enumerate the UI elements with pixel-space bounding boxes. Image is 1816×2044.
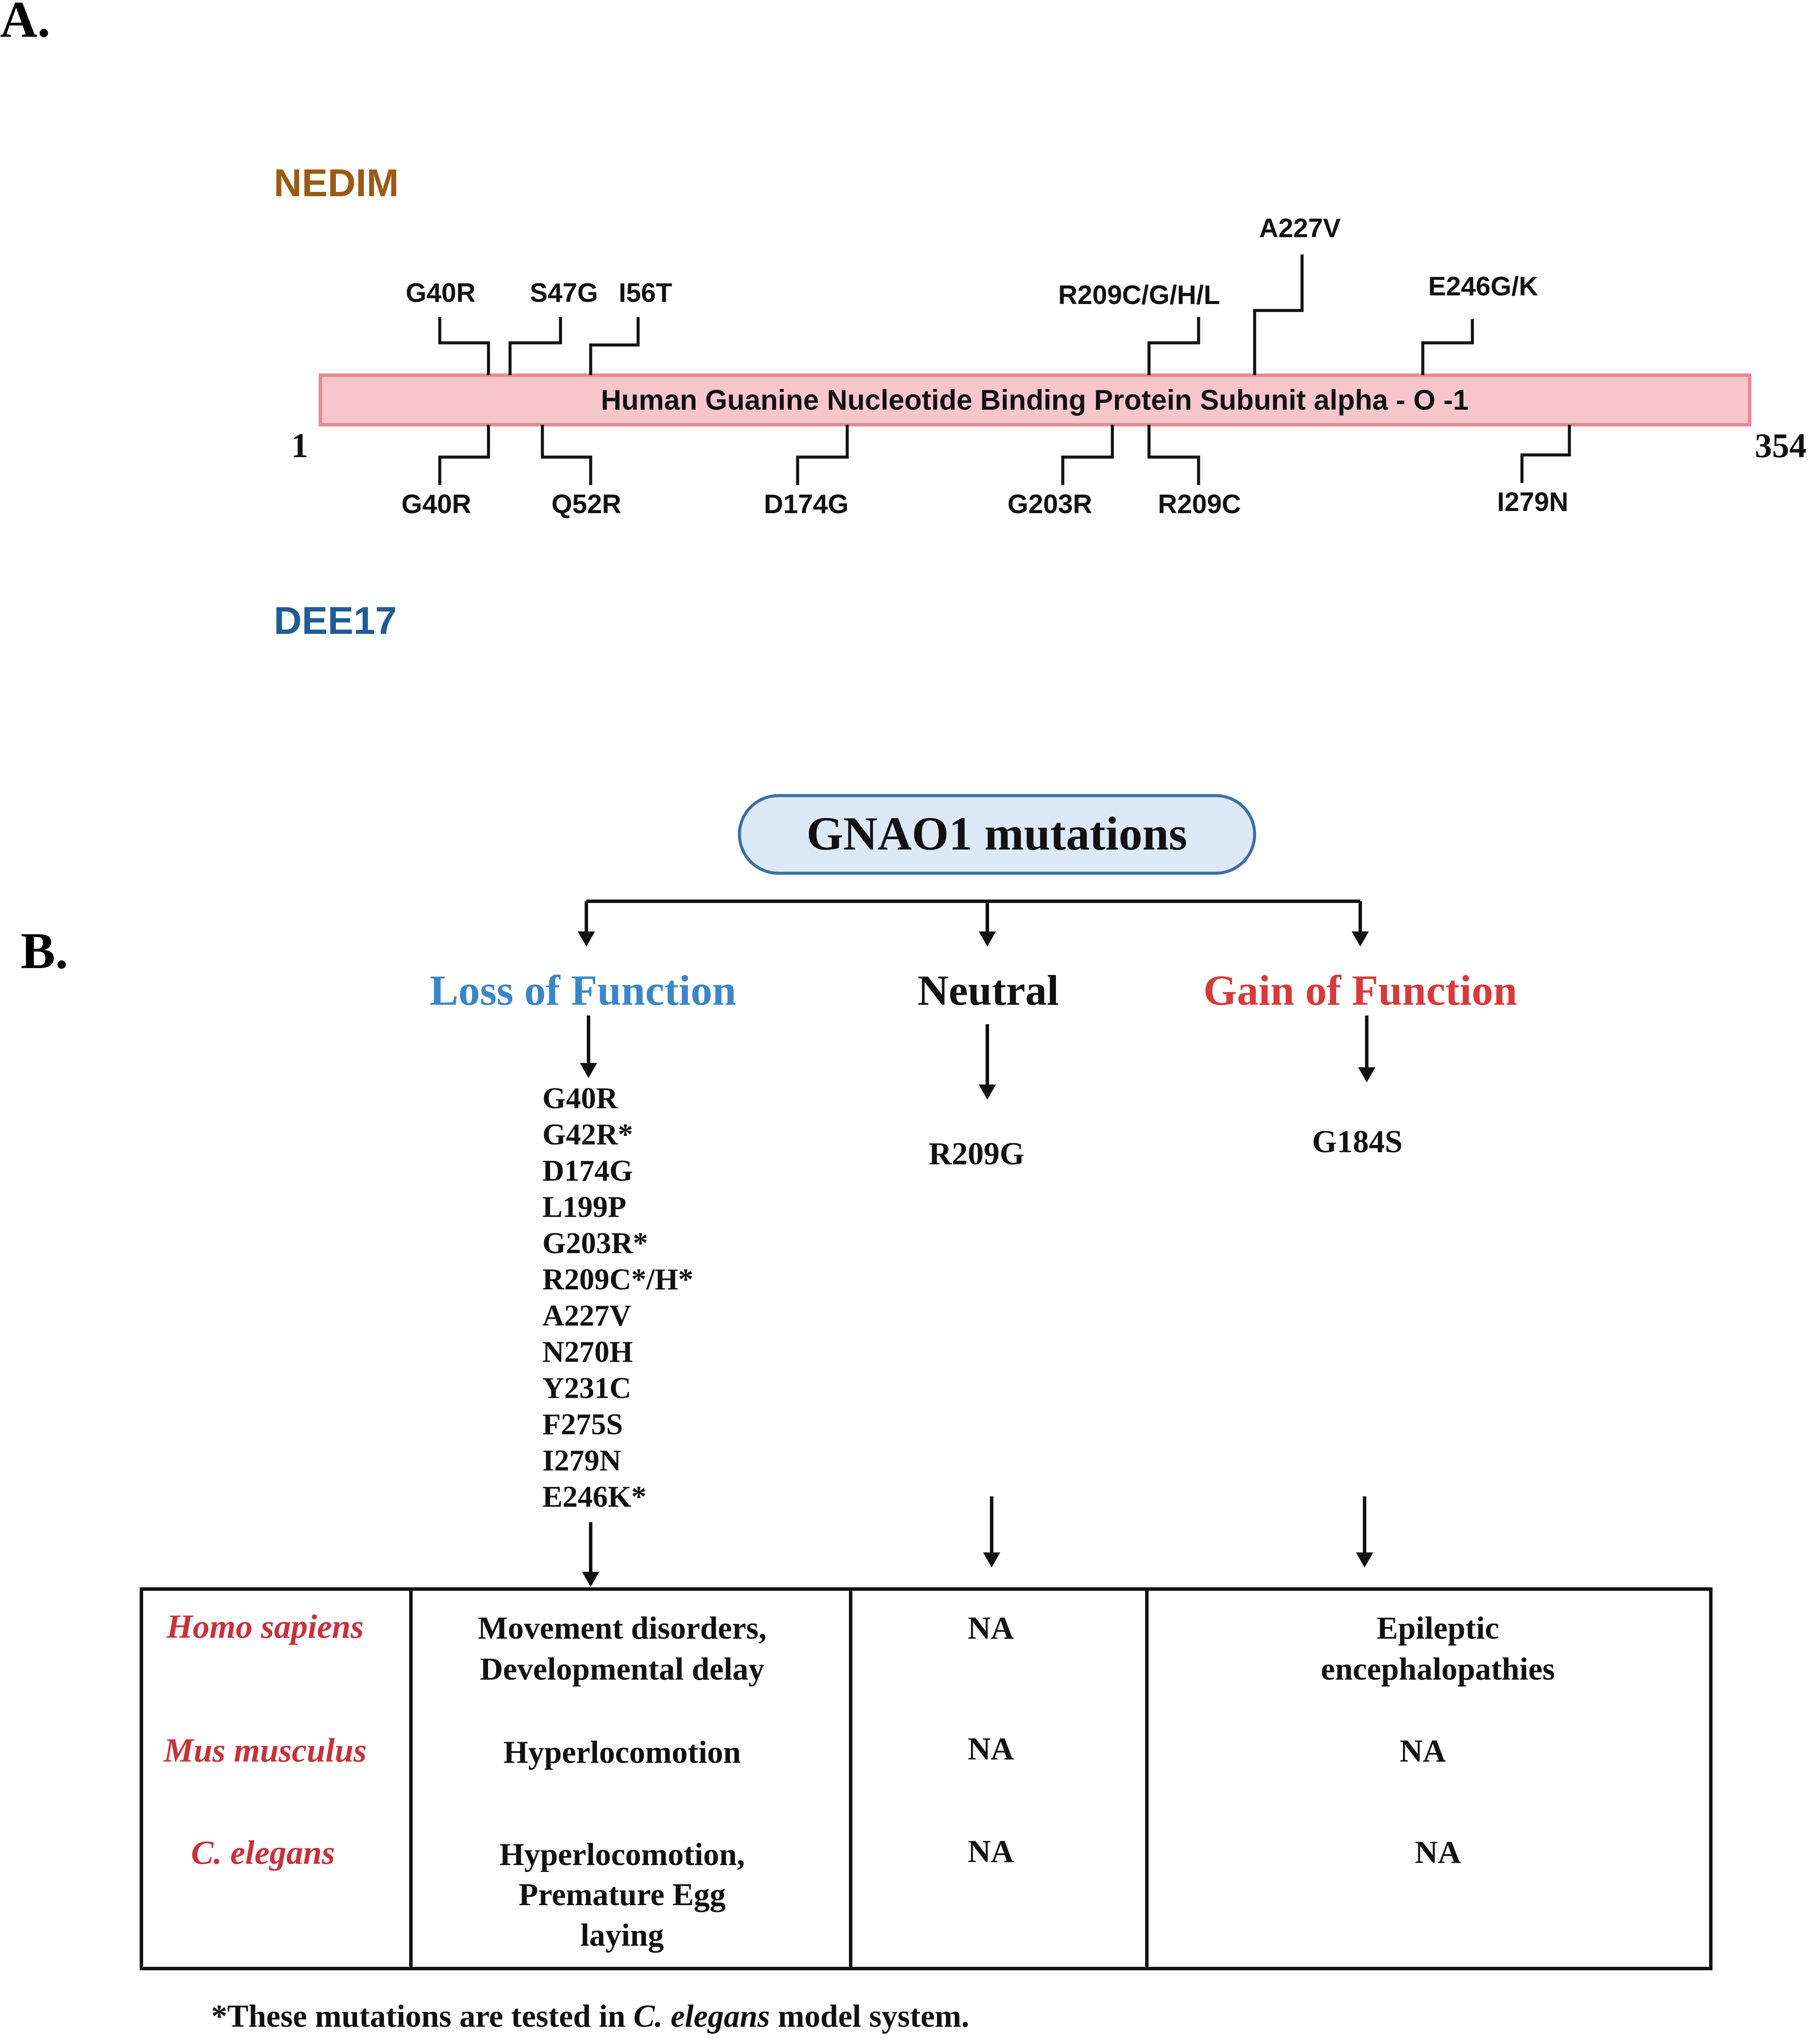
- panel-b: B. GNAO1 mutations: [21, 794, 1713, 2034]
- top-mutation-label: R209C/G/H/L: [1058, 280, 1220, 310]
- top-mutations: [438, 254, 1474, 375]
- category-loss-heading: Loss of Function: [429, 966, 736, 1014]
- panel-a: A. NEDIM DEE17 Human Guanine Nucleotide …: [0, 0, 1807, 643]
- top-mutation-labels: G40R S47G I56T R209C/G/H/L A227V E246G/K: [406, 213, 1538, 310]
- top-mutation-label: S47G: [530, 278, 598, 308]
- loss-mutation: G40R: [542, 1082, 618, 1115]
- loss-mutation-list: G40R G42R* D174G L199P G203R* R209C*/H* …: [542, 1082, 693, 1514]
- arrowheads: [578, 931, 1375, 1587]
- nedim-label: NEDIM: [274, 162, 399, 205]
- category-neutral-heading: Neutral: [917, 966, 1059, 1014]
- loss-mutation: A227V: [542, 1299, 631, 1332]
- species-homo-sapiens: Homo sapiens: [166, 1608, 363, 1645]
- loss-mutation: G42R*: [542, 1118, 633, 1151]
- top-callout-a227v: [1253, 254, 1304, 375]
- dee17-label: DEE17: [274, 599, 397, 643]
- loss-phenotype-column: Movement disorders, Developmental delay …: [478, 1611, 767, 1953]
- species-c-elegans: C. elegans: [191, 1834, 335, 1871]
- table-cell-line: Movement disorders,: [478, 1611, 767, 1646]
- arrowhead: [578, 931, 595, 947]
- loss-mutation: Y231C: [542, 1372, 631, 1405]
- bottom-mutation-label: D174G: [764, 489, 849, 519]
- table-cell-line: Hyperlocomotion,: [499, 1837, 745, 1872]
- top-mutation-label: E246G/K: [1428, 272, 1538, 301]
- top-callout-s47g: [508, 317, 562, 375]
- table-cell-line: laying: [580, 1918, 664, 1953]
- footnote-suffix: model system.: [770, 1999, 969, 2034]
- top-callout-g40r: [438, 317, 490, 375]
- phenotype-table: Homo sapiens Mus musculus C. elegans Mov…: [140, 1587, 1713, 1970]
- end-position: 354: [1755, 427, 1807, 465]
- species-column: Homo sapiens Mus musculus C. elegans: [163, 1608, 366, 1871]
- arrowhead: [1356, 1552, 1373, 1567]
- bottom-mutation-label: G40R: [401, 489, 471, 519]
- loss-mutation: F275S: [542, 1408, 623, 1441]
- bottom-callout-g203r: [1061, 425, 1114, 485]
- root-box: [738, 794, 1256, 875]
- bottom-callout-q52r: [541, 425, 592, 485]
- root-label: GNAO1 mutations: [806, 807, 1187, 860]
- protein-name: Human Guanine Nucleotide Binding Protein…: [601, 384, 1468, 416]
- bottom-mutation-label: G203R: [1008, 489, 1092, 519]
- bottom-mutation-label: R209C: [1158, 489, 1241, 519]
- neutral-phenotype-column: NA NA NA: [968, 1611, 1014, 1869]
- arrowhead: [979, 931, 996, 947]
- arrowhead: [983, 1552, 1000, 1567]
- top-callout-e246: [1421, 319, 1474, 375]
- table-cell-line: NA: [968, 1834, 1014, 1869]
- footnote-italic: C. elegans: [633, 1999, 770, 2034]
- gain-mutation: G184S: [1312, 1124, 1403, 1160]
- arrowhead: [979, 1085, 996, 1100]
- loss-mutation: D174G: [542, 1154, 633, 1188]
- start-position: 1: [291, 427, 308, 465]
- loss-mutation: I279N: [542, 1444, 621, 1477]
- bottom-mutation-label: I279N: [1497, 487, 1568, 517]
- arrowhead: [1358, 1067, 1375, 1082]
- table-cell-line: NA: [968, 1611, 1014, 1646]
- top-mutation-label: A227V: [1259, 213, 1341, 243]
- table-cell-line: encephalopathies: [1321, 1652, 1555, 1687]
- protein-bar: [319, 373, 1751, 426]
- top-mutation-label: G40R: [406, 278, 476, 308]
- arrowhead: [1352, 931, 1369, 947]
- arrowhead: [582, 1572, 599, 1587]
- top-callout-i56t: [589, 317, 640, 375]
- loss-mutation: N270H: [542, 1335, 633, 1369]
- footnote-prefix: *These mutations are tested in: [211, 1999, 633, 2034]
- bottom-callout-d174g: [796, 425, 849, 485]
- panel-a-label: A.: [0, 0, 50, 48]
- table-cell-line: Hyperlocomotion: [504, 1735, 741, 1770]
- table-cell-line: Epileptic: [1377, 1611, 1499, 1646]
- bottom-mutations: [438, 425, 1571, 485]
- table-cell-line: NA: [1400, 1734, 1446, 1769]
- loss-mutation: G203R*: [542, 1227, 648, 1260]
- table-cell-line: NA: [1415, 1835, 1461, 1870]
- gain-phenotype-column: Epileptic encephalopathies NA NA: [1321, 1611, 1555, 1870]
- bottom-callout-i279n: [1520, 425, 1571, 483]
- tree-connectors: [585, 900, 1368, 1574]
- arrowhead: [580, 1063, 597, 1078]
- table-cell-line: Developmental delay: [480, 1652, 764, 1687]
- neutral-mutation: R209G: [929, 1136, 1024, 1172]
- bottom-mutation-labels: G40R Q52R D174G G203R R209C I279N: [401, 487, 1569, 519]
- table-cell-line: NA: [968, 1731, 1014, 1767]
- species-mus-musculus: Mus musculus: [163, 1731, 366, 1769]
- table-border: [140, 1587, 1713, 1970]
- loss-mutation: L199P: [542, 1191, 626, 1224]
- table-cell-line: Premature Egg: [519, 1877, 726, 1912]
- footnote: *These mutations are tested in C. elegan…: [211, 1999, 969, 2034]
- top-mutation-label: I56T: [619, 278, 672, 308]
- bottom-mutation-label: Q52R: [551, 489, 621, 519]
- category-gain-heading: Gain of Function: [1203, 966, 1517, 1014]
- bottom-callout-g40r: [438, 425, 490, 485]
- panel-b-label: B.: [21, 922, 68, 979]
- loss-mutation: R209C*/H*: [542, 1263, 693, 1296]
- loss-mutation: E246K*: [542, 1480, 646, 1514]
- top-callout-r209: [1147, 317, 1200, 375]
- bottom-callout-r209c: [1147, 425, 1200, 485]
